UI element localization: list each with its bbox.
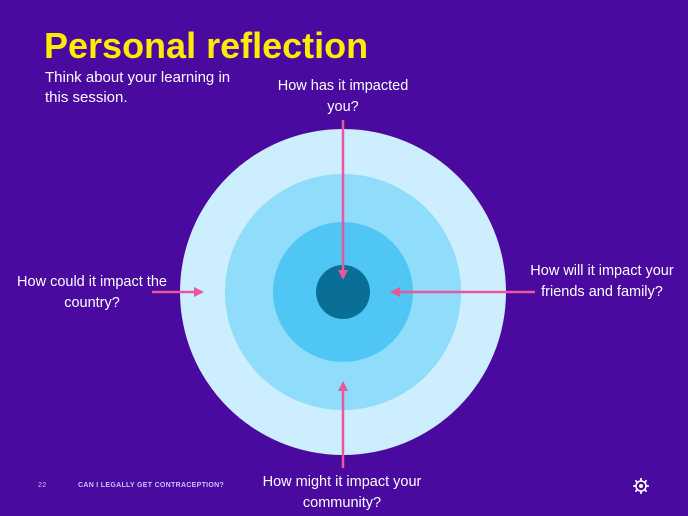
core-circle	[316, 265, 370, 319]
gear-icon	[633, 478, 649, 494]
question-bottom: How might it impact your community?	[262, 474, 422, 511]
question-left: How could it impact the country?	[17, 274, 167, 311]
question-right: How will it impact your friends and fami…	[530, 263, 674, 300]
question-top: How has it impacted you?	[277, 78, 409, 115]
page-number: 22	[38, 482, 47, 489]
slide-title: Personal reflection	[44, 25, 369, 66]
footer-title: CAN I LEGALLY GET CONTRACEPTION?	[78, 482, 225, 489]
slide-subtitle: Think about your learning in this sessio…	[45, 69, 231, 106]
